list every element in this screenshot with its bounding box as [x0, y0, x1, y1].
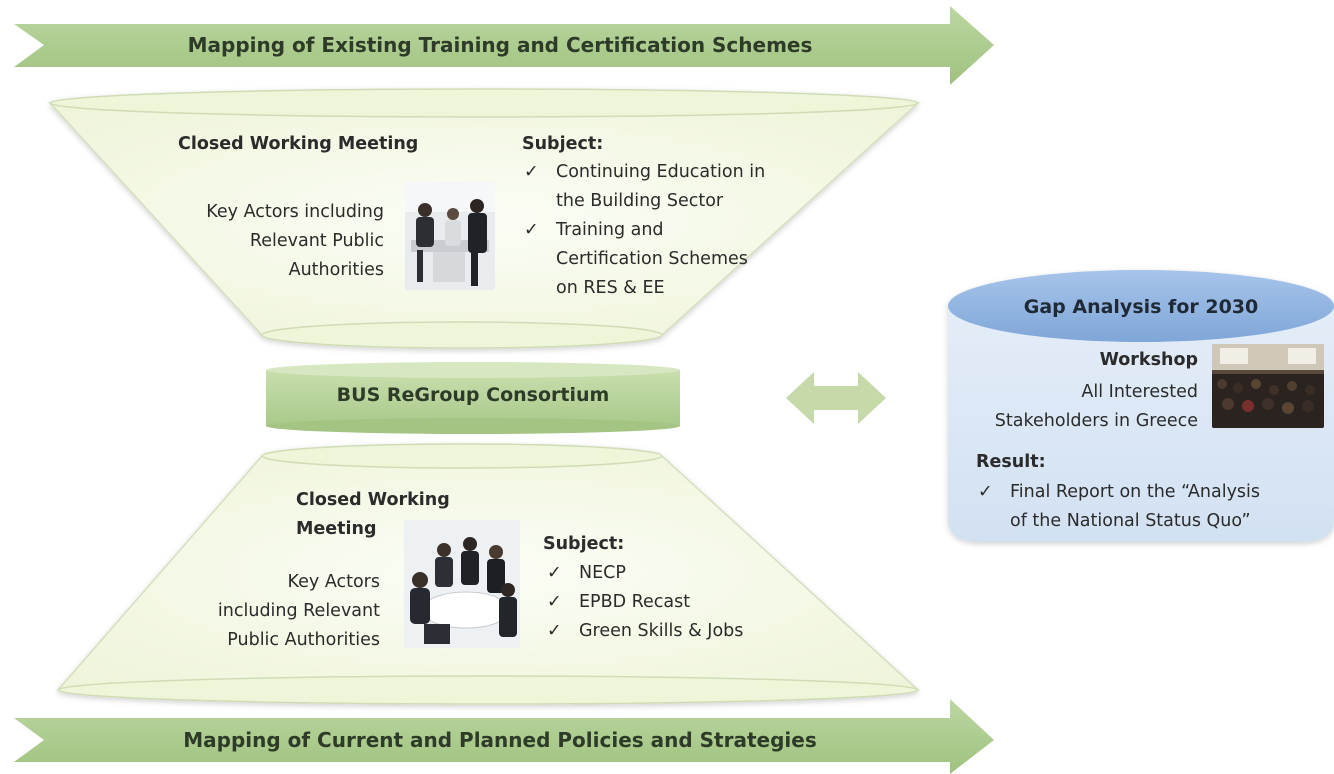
- lower-subject-list: ✓ NECP ✓ EPBD Recast ✓ Green Skills & Jo…: [543, 559, 803, 646]
- result-list: ✓ Final Report on the “Analysis of the N…: [974, 478, 1314, 536]
- list-item: ✓ Green Skills & Jobs: [543, 617, 803, 646]
- consortium-label: BUS ReGroup Consortium: [336, 384, 610, 406]
- upper-actors-text: Key Actors including Relevant Public Aut…: [150, 198, 384, 285]
- meeting-photo: [405, 182, 495, 290]
- checkmark-icon: ✓: [547, 563, 562, 583]
- upper-actors-line: Authorities: [288, 260, 384, 280]
- workshop-audience-photo: [1212, 344, 1324, 428]
- result-line: of the National Status Quo”: [1010, 511, 1251, 531]
- audience-line: Stakeholders in Greece: [994, 411, 1198, 431]
- lower-meeting-title: Closed Working Meeting: [296, 486, 450, 544]
- lower-actors-line: including Relevant: [217, 601, 380, 621]
- lower-actors-text: Key Actors including Relevant Public Aut…: [160, 568, 380, 655]
- upper-actors-line: Key Actors including: [206, 202, 384, 222]
- subject-line: EPBD Recast: [579, 592, 691, 612]
- gap-analysis-title: Gap Analysis for 2030: [1023, 296, 1259, 318]
- lower-actors-line: Key Actors: [287, 572, 380, 592]
- lower-actors-line: Public Authorities: [227, 630, 380, 650]
- checkmark-icon: ✓: [524, 162, 539, 182]
- top-arrow-label: Mapping of Existing Training and Certifi…: [187, 33, 813, 57]
- audience-line: All Interested: [1081, 382, 1198, 402]
- subject-line: Certification Schemes: [556, 249, 748, 269]
- list-item: ✓ EPBD Recast: [543, 588, 803, 617]
- bottom-arrow-shape: [14, 699, 994, 774]
- workshop-label: Workshop: [1099, 350, 1198, 370]
- subject-line: on RES & EE: [556, 278, 665, 298]
- upper-actors-line: Relevant Public: [249, 231, 384, 251]
- subject-line: Training and: [556, 220, 664, 240]
- checkmark-icon: ✓: [547, 621, 562, 641]
- lower-subject-label: Subject:: [543, 534, 625, 554]
- lower-meeting-title-line: Closed Working: [296, 490, 450, 510]
- list-item: ✓ Training and Certification Schemes on …: [520, 216, 820, 303]
- subject-line: Green Skills & Jobs: [579, 621, 744, 641]
- workshop-audience: All Interested Stakeholders in Greece: [960, 378, 1198, 436]
- list-item: ✓ NECP: [543, 559, 803, 588]
- result-label: Result:: [976, 452, 1046, 472]
- list-item: ✓ Continuing Education in the Building S…: [520, 158, 820, 216]
- upper-meeting-title: Closed Working Meeting: [178, 134, 419, 154]
- subject-line: NECP: [579, 563, 626, 583]
- checkmark-icon: ✓: [978, 482, 993, 502]
- double-arrow-icon: [786, 372, 886, 424]
- upper-subject-label: Subject:: [522, 134, 604, 154]
- consortium-bar-shape: [266, 362, 680, 434]
- subject-line: the Building Sector: [556, 191, 724, 211]
- upper-subject-list: ✓ Continuing Education in the Building S…: [520, 158, 820, 303]
- subject-line: Continuing Education in: [556, 162, 766, 182]
- lower-meeting-title-line: Meeting: [296, 519, 377, 539]
- top-arrow-shape: [14, 6, 994, 85]
- result-line: Final Report on the “Analysis: [1010, 482, 1261, 502]
- business-team-photo: [404, 520, 520, 648]
- checkmark-icon: ✓: [547, 592, 562, 612]
- bottom-arrow-label: Mapping of Current and Planned Policies …: [183, 728, 817, 752]
- checkmark-icon: ✓: [524, 220, 539, 240]
- list-item: ✓ Final Report on the “Analysis of the N…: [974, 478, 1314, 536]
